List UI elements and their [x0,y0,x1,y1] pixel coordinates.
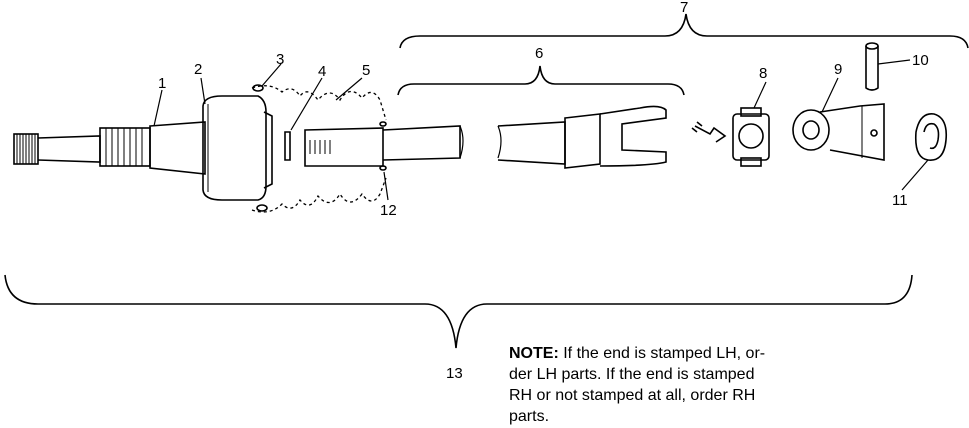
leader-lines [153,59,929,201]
note-line-2: der LH parts. If the end is stamped [509,366,755,383]
boot-clamp-top [252,84,264,92]
bracket-7 [399,13,969,49]
note-text-1: If the end is stamped LH, or- [558,345,766,362]
callout-12: 12 [380,202,397,219]
callout-7: 7 [680,0,688,16]
circlip [284,131,291,161]
callout-3: 3 [276,51,284,68]
callout-10: 10 [912,52,929,69]
callout-13: 13 [446,365,463,382]
callout-9: 9 [834,61,842,78]
callout-11: 11 [892,192,908,209]
callout-1: 1 [158,75,166,92]
stub-shaft [13,121,206,175]
u-joint-cross [732,107,770,167]
note-line-1: NOTE: If the end is stamped LH, or- [509,343,839,364]
note-label: NOTE: [509,345,559,362]
callout-4: 4 [318,63,326,80]
note-line-4: parts. [509,408,550,425]
grease-fitting-icon [691,121,727,143]
callout-6: 6 [535,45,543,62]
roll-pin [865,42,879,91]
callout-8: 8 [759,65,767,82]
retaining-ring [914,113,948,161]
drive-shaft [304,105,667,171]
bracket-6 [397,65,685,96]
cv-joint-housing [202,95,273,201]
boot-outline [251,85,387,213]
parts-note: NOTE: If the end is stamped LH, or- der … [509,343,839,427]
bracket-13 [4,274,913,349]
boot-clamp-bottom [256,204,268,212]
callout-5: 5 [362,62,370,79]
note-line-3: RH or not stamped at all, order RH [509,387,756,404]
yoke [792,103,885,161]
callout-2: 2 [194,61,202,78]
